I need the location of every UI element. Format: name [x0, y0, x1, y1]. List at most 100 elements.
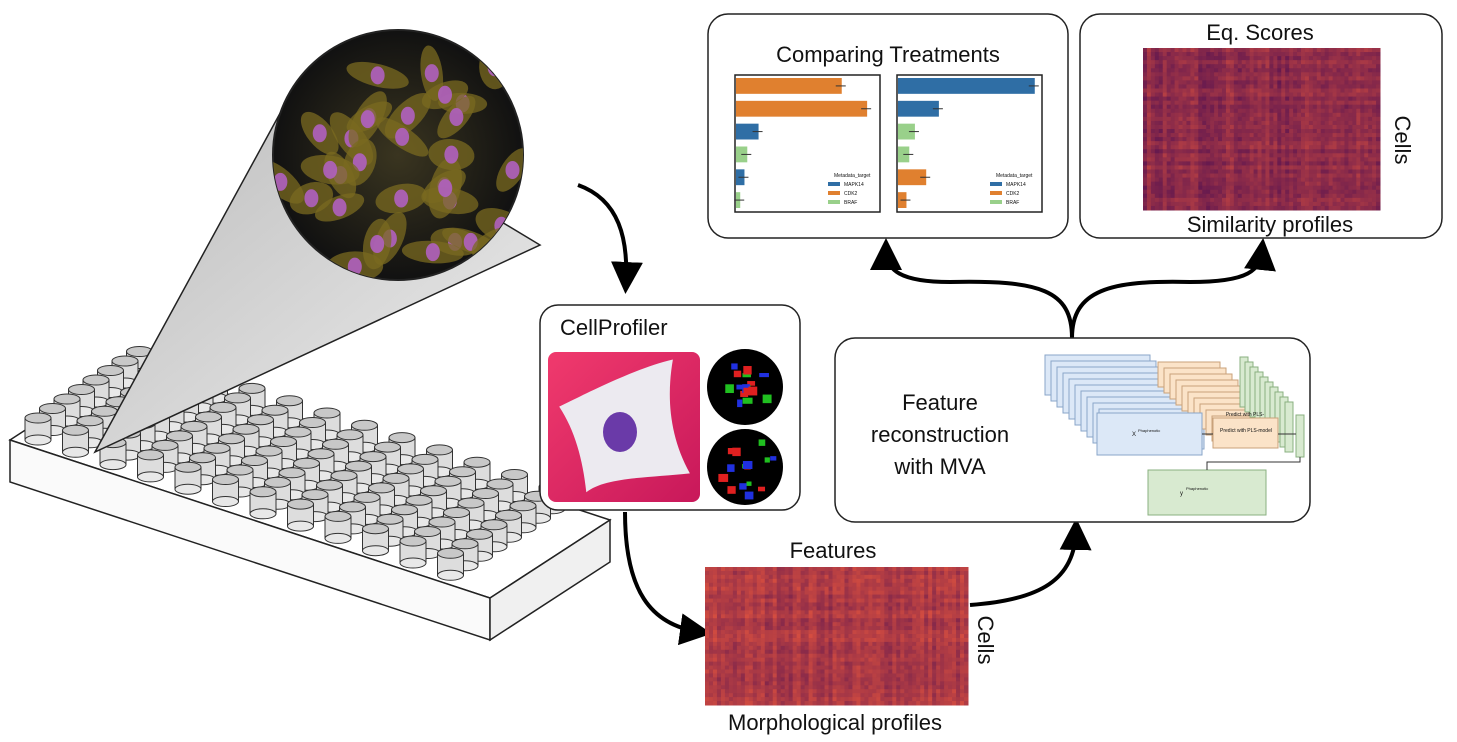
similarity-heatmap — [1143, 48, 1381, 211]
bar-cdk2 — [736, 100, 868, 117]
eq-cells-label: Cells — [1390, 116, 1415, 165]
well — [362, 523, 389, 557]
cell-nucleus — [425, 243, 440, 262]
schematic-connectors — [1202, 433, 1301, 470]
eq-scores-panel: Eq. Scores Cells Similarity profiles — [1079, 13, 1443, 239]
x-matrix-box — [1096, 412, 1203, 456]
segmented-object — [733, 370, 742, 378]
well — [405, 494, 433, 528]
cell-nucleus — [505, 161, 520, 180]
segmented-object — [718, 473, 729, 482]
segmented-object — [762, 394, 772, 404]
segmented-object — [739, 483, 747, 490]
segmented-object — [757, 486, 766, 492]
segmented-object — [732, 447, 741, 457]
bar-mapk14 — [898, 78, 1035, 94]
well — [137, 449, 164, 483]
legend-item: CDK2 — [1006, 191, 1020, 197]
segmented-object — [748, 386, 758, 396]
cellprofiler-title: CellProfiler — [560, 315, 668, 340]
comparing-title: Comparing Treatments — [776, 42, 1000, 67]
well — [437, 547, 464, 581]
well — [62, 424, 89, 458]
segmented-object — [742, 397, 753, 404]
legend-swatch — [990, 200, 1002, 204]
well — [287, 498, 314, 532]
mva-model-schematic — [1044, 354, 1305, 516]
morphological-heatmap — [705, 567, 969, 706]
legend-item: BRAF — [844, 200, 857, 206]
legend-title: Metadata_target — [834, 173, 871, 179]
segmented-object — [725, 384, 734, 394]
well-plate-illustration — [8, 346, 612, 642]
cell-nucleus — [438, 85, 453, 104]
legend-title: Metadata_target — [996, 173, 1033, 179]
segmented-object — [743, 387, 749, 396]
cell-nucleus — [360, 110, 375, 129]
bar-mapk14 — [736, 123, 759, 140]
y-vector-superscript: Phaphenotic — [1186, 486, 1208, 491]
mva-panel: Feature reconstruction with MVA X Phaphe… — [834, 337, 1311, 523]
legend-item: BRAF — [1006, 200, 1019, 206]
segmented-object — [758, 439, 766, 446]
cell-nucleus — [394, 189, 409, 208]
y-output-box — [1147, 469, 1267, 516]
segmented-object — [744, 491, 754, 500]
mva-text-line3: with MVA — [893, 454, 986, 479]
segmented-object — [736, 384, 744, 390]
x-matrix-superscript: Phaphenotic — [1138, 428, 1160, 433]
cell-nucleus — [438, 179, 453, 198]
similarity-profiles-label: Similarity profiles — [1187, 212, 1353, 237]
cell-nucleus — [449, 108, 464, 127]
cell-nucleus — [395, 127, 410, 146]
predict-box-label: Predict with PLS-model — [1220, 428, 1272, 434]
eq-scores-title: Eq. Scores — [1206, 20, 1314, 45]
y-vector-label: y — [1180, 491, 1183, 497]
legend-swatch — [828, 200, 840, 204]
cell-nucleus — [304, 189, 319, 208]
bar-braf — [898, 123, 915, 140]
cell-nucleus — [370, 235, 385, 254]
legend-swatch — [990, 182, 1002, 186]
segmented-object — [742, 373, 751, 378]
bar-chart-frame — [896, 74, 1043, 213]
segmented-object — [731, 363, 738, 370]
legend-item: MAPK14 — [1006, 182, 1026, 188]
legend-swatch — [828, 191, 840, 195]
features-label: Features — [790, 538, 877, 563]
cell-nucleus — [323, 160, 338, 179]
segmented-object — [743, 366, 752, 375]
predict-box — [1212, 417, 1279, 449]
well — [174, 461, 202, 495]
cells-label: Cells — [973, 616, 998, 665]
segmented-object — [770, 456, 777, 461]
cell-nucleus — [424, 64, 439, 83]
well — [324, 510, 352, 544]
mva-text-line2: reconstruction — [871, 422, 1009, 447]
well — [399, 535, 427, 569]
segmented-object — [727, 464, 735, 472]
segmented-object — [764, 457, 770, 463]
segmented-object — [747, 381, 756, 386]
well — [212, 474, 239, 507]
bar-cdk2 — [898, 169, 927, 186]
segmented-object — [742, 461, 753, 470]
cell-nucleus — [370, 66, 385, 85]
legend-item: CDK2 — [844, 191, 858, 197]
legend-swatch — [828, 182, 840, 186]
segmented-object — [759, 373, 769, 378]
mva-text-line1: Feature — [902, 390, 978, 415]
well — [24, 412, 52, 446]
prediction-vector — [1295, 414, 1305, 458]
comparing-treatments-panel: Comparing Treatments Metadata_targetMAPK… — [707, 13, 1069, 239]
bar-chart-frame — [734, 74, 881, 213]
x-matrix-label: X — [1132, 432, 1136, 438]
cell-nucleus — [400, 106, 415, 125]
well — [249, 486, 277, 520]
bar-cdk2 — [736, 78, 842, 94]
legend-swatch — [990, 191, 1002, 195]
segmented-object — [727, 448, 736, 455]
bar-mapk14 — [898, 100, 939, 117]
morphological-profiles-panel: Features Cells Morphological profiles — [705, 538, 998, 735]
